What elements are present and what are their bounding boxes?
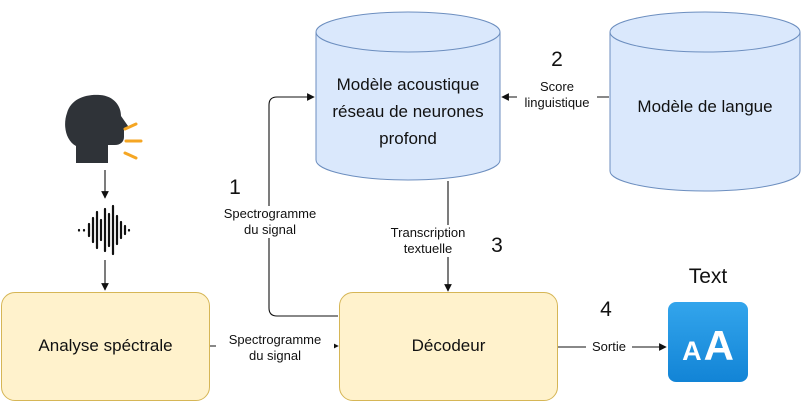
acoustic-model-label-line-2: réseau de neurones — [332, 102, 484, 121]
step-number-2: 2 — [551, 48, 563, 71]
edge-label-transcription-line-2: textuelle — [403, 241, 453, 256]
acoustic-model-label: Modèle acoustique réseau de neurones pro… — [316, 71, 500, 152]
spectral-analysis-label: Analyse spéctrale — [38, 336, 173, 356]
edge-label-spectrogram-1: Spectrogramme du signal — [210, 206, 330, 238]
step-number-3: 3 — [491, 234, 503, 257]
edge-label-score: Score linguistique — [517, 79, 597, 111]
acoustic-model-label-line-3: profond — [379, 129, 437, 148]
edge-label-score-line-1: Score — [540, 79, 574, 94]
edge-label-spectrogram-2-line-1: Spectrogramme — [228, 332, 322, 347]
spectral-analysis-box: Analyse spéctrale — [1, 292, 210, 401]
edge-label-score-line-2: linguistique — [524, 95, 590, 110]
acoustic-model-cylinder — [315, 11, 501, 181]
step-number-1: 1 — [229, 176, 241, 199]
decoder-box: Décodeur — [339, 292, 558, 401]
acoustic-model-label-line-1: Modèle acoustique — [336, 75, 480, 94]
edge-label-transcription-line-1: Transcription — [390, 225, 466, 240]
edge-label-spectrogram-1-line-2: du signal — [243, 222, 297, 237]
edge-label-transcription: Transcription textuelle — [378, 225, 478, 257]
language-model-cylinder — [609, 11, 801, 192]
output-title: Text — [688, 265, 728, 288]
edge-label-spectrogram-2: Spectrogramme du signal — [216, 332, 334, 364]
decoder-label: Décodeur — [411, 336, 486, 356]
edge-label-spectrogram-2-line-2: du signal — [248, 348, 302, 363]
sound-wave-icon — [77, 204, 131, 256]
edge-label-spectrogram-1-line-1: Spectrogramme — [223, 206, 317, 221]
speaking-head-icon — [65, 94, 143, 163]
edge-label-output: Sortie — [586, 339, 632, 355]
language-model-label: Modèle de langue — [637, 97, 773, 116]
step-number-4: 4 — [600, 298, 612, 321]
font-glyph-small: A — [682, 336, 702, 366]
text-font-icon: A A — [668, 302, 748, 382]
font-glyph-large: A — [703, 322, 734, 369]
